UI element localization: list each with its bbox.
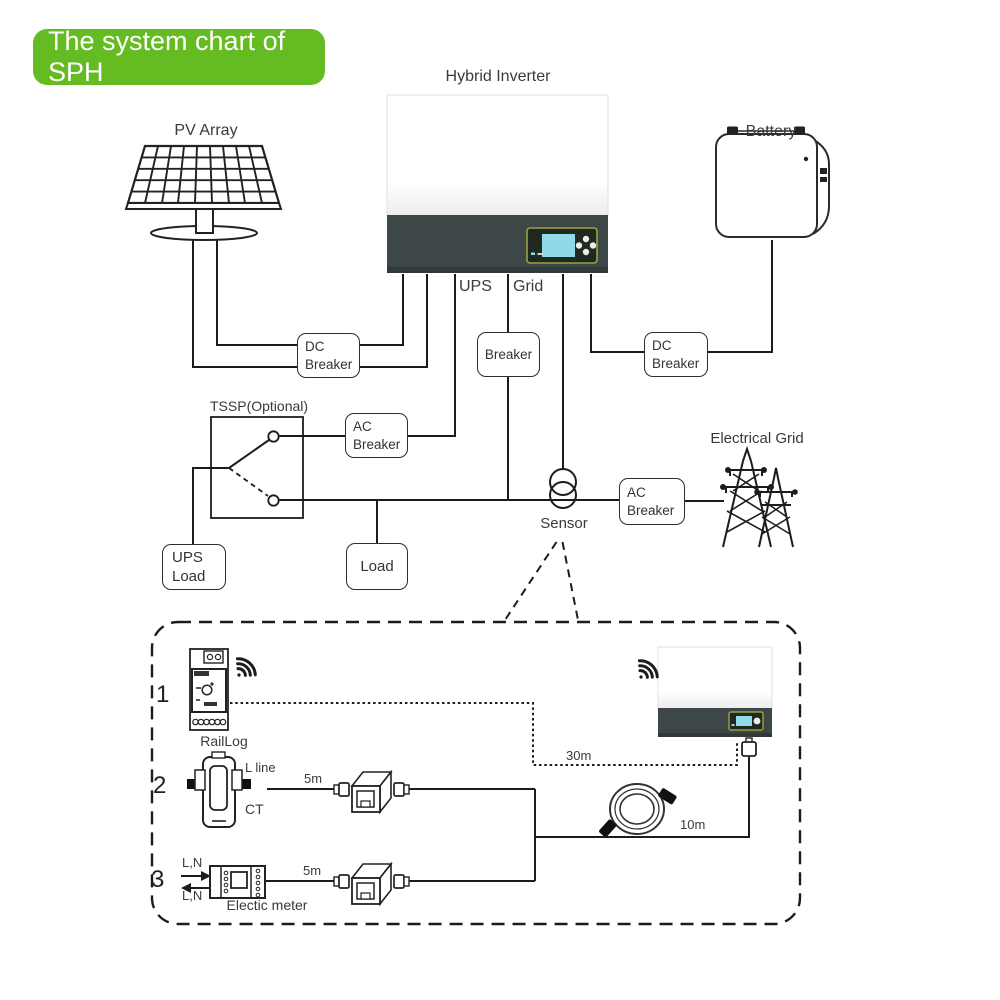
ct-clamp-icon [187, 751, 251, 828]
wifi-link-line [230, 702, 738, 766]
pv-array-label: PV Array [174, 122, 238, 139]
ln-out-label: L,N [182, 888, 203, 903]
item-number-2: 2 [153, 772, 167, 799]
breaker-box: Breaker [477, 332, 540, 377]
inverter-detail-display-icon [728, 711, 764, 731]
extension-cable-wire [535, 757, 750, 838]
raillog-device-icon [189, 648, 229, 731]
wifi-icon-2 [629, 655, 663, 688]
dc-breaker-left-box: DC Breaker [297, 333, 360, 378]
ln-in-label: L,N [182, 855, 203, 870]
extension-cable-length-label: 10m [680, 817, 706, 832]
battery-label: Battery [745, 123, 797, 140]
inverter-detail-image [657, 646, 773, 757]
cable-plug-icon [333, 782, 350, 797]
ac-breaker-grid-box: AC Breaker [619, 478, 685, 525]
cable-coil-icon [599, 783, 677, 838]
cable-plug-icon [393, 782, 410, 797]
wifi-icon [227, 653, 261, 686]
usb-connector-icon [741, 737, 757, 757]
tssp-label: TSSP(Optional) [210, 398, 309, 414]
hybrid-inverter-image [386, 94, 609, 273]
pv-wire-4 [360, 274, 428, 368]
battery-icon [715, 126, 830, 238]
title-badge: The system chart of SPH [33, 26, 325, 87]
electric-meter-label: Electic meter [226, 897, 308, 913]
pv-wire-2 [192, 240, 297, 368]
electrical-grid-label: Electrical Grid [710, 430, 804, 447]
ups-load-wire [192, 467, 229, 544]
item-number-3: 3 [151, 866, 165, 893]
ups-port-label: UPS [459, 278, 492, 295]
sensor-ct-icon [549, 468, 577, 509]
hybrid-inverter-label: Hybrid Inverter [445, 68, 551, 85]
battery-wire-2 [708, 240, 773, 353]
electric-meter-icon [181, 865, 266, 899]
detail-callout-box [150, 620, 802, 926]
pv-array-icon [124, 144, 283, 241]
wifi-range-label: 30m [566, 748, 592, 763]
ac-breaker-ups-box: AC Breaker [345, 413, 408, 458]
cable-plug-icon [333, 874, 350, 889]
sensor-label: Sensor [540, 515, 588, 532]
ups-load-box: UPS Load [162, 544, 226, 590]
cable-plug-icon [393, 874, 410, 889]
inverter-display-icon [526, 227, 598, 264]
grid-port-label: Grid [513, 278, 544, 295]
sensor-callout-lines [504, 541, 579, 621]
rj45-coupler-icon [351, 771, 392, 813]
tssp-switch-icon [210, 416, 304, 519]
ct-cable-length-label: 5m [304, 771, 323, 786]
pv-wire-1 [216, 240, 297, 346]
rj45-coupler-icon [351, 863, 392, 905]
meter-cable-length-label: 5m [303, 863, 322, 878]
load-box: Load [346, 543, 408, 590]
item-number-1: 1 [156, 681, 170, 708]
dc-breaker-right-box: DC Breaker [644, 332, 708, 377]
raillog-label: RailLog [200, 733, 248, 749]
ups-wire [408, 274, 456, 437]
grid-towers-icon [720, 445, 798, 548]
ct-label: CT [245, 801, 264, 817]
pv-wire-3 [360, 274, 404, 346]
battery-wire-1 [590, 274, 644, 353]
l-line-label: L line [245, 760, 276, 775]
